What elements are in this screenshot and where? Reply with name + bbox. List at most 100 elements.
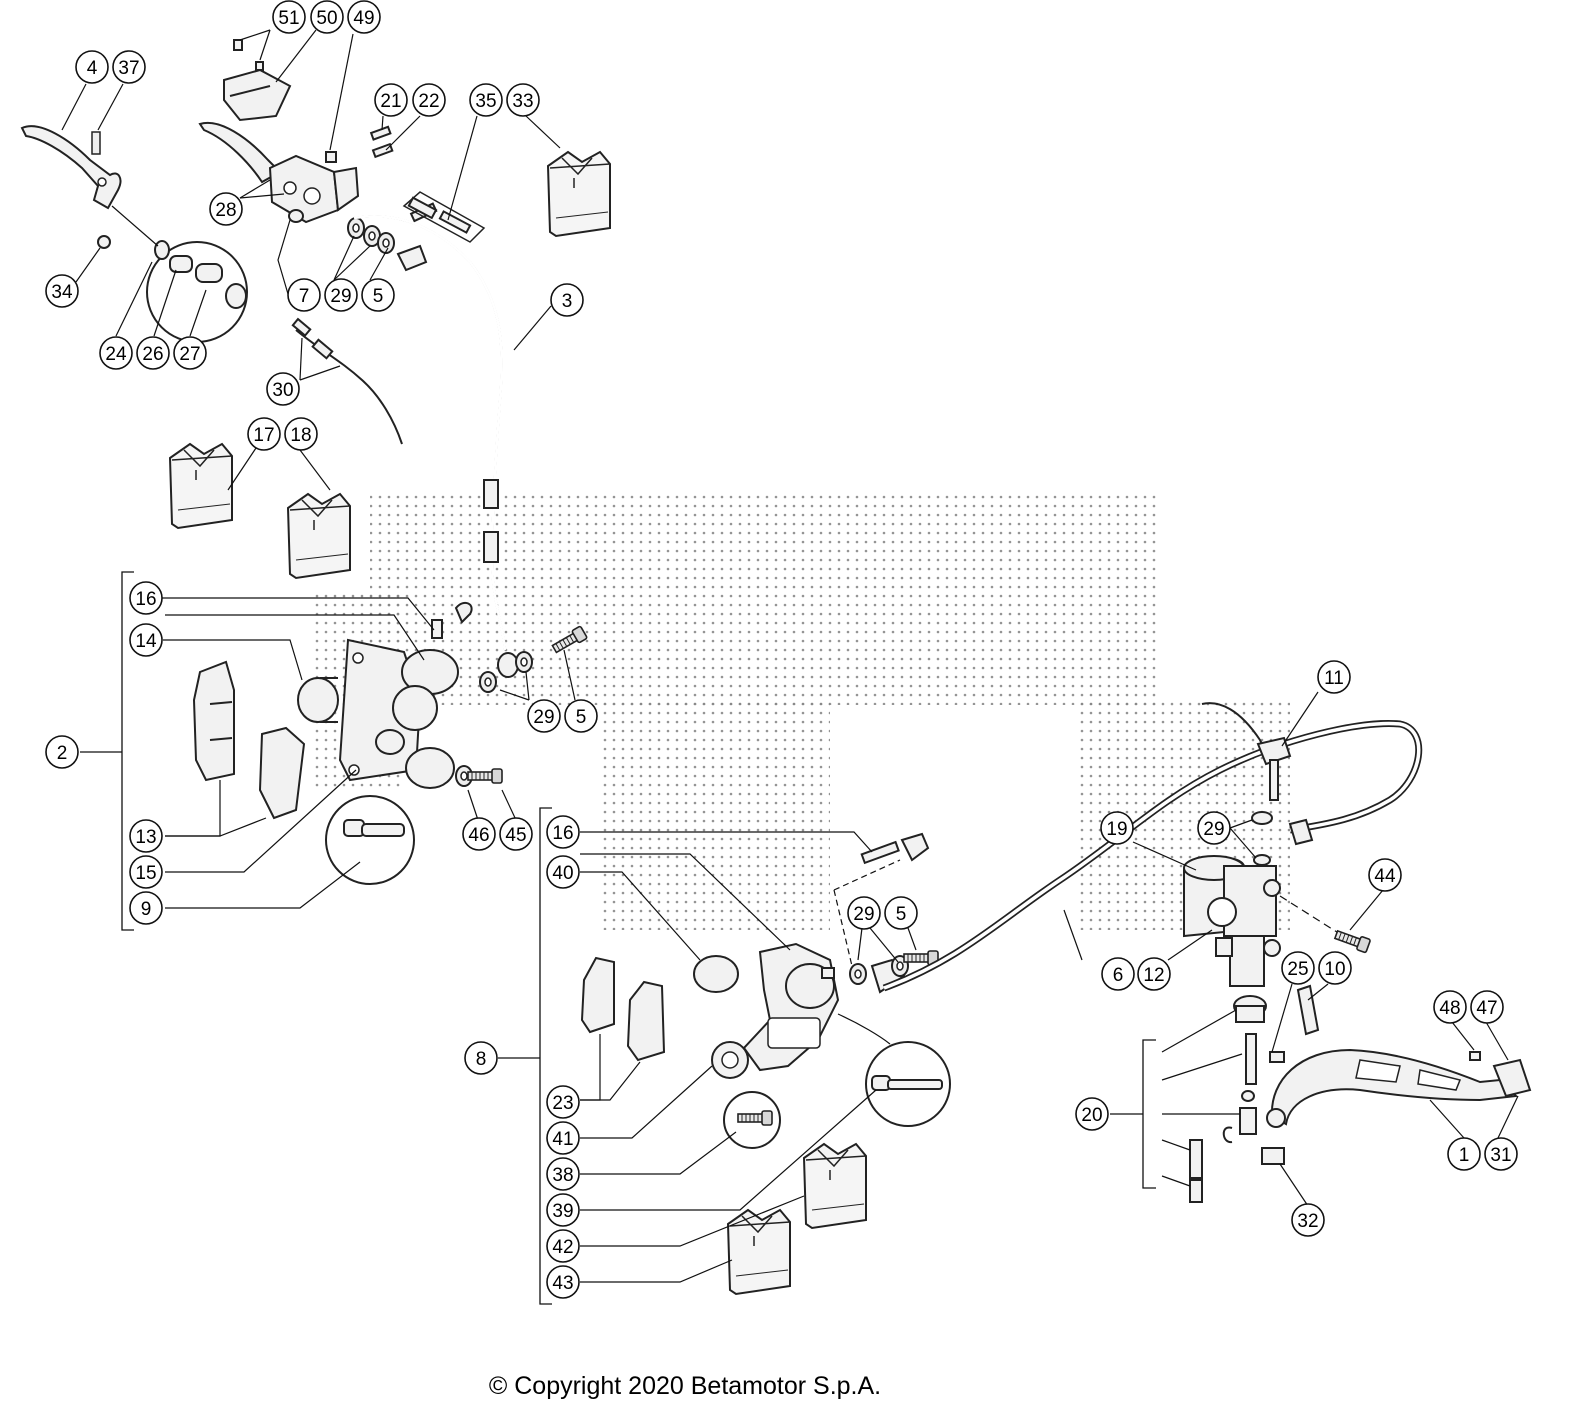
svg-text:1: 1 [1459,1145,1470,1166]
svg-text:5: 5 [576,707,587,728]
svg-text:33: 33 [512,91,533,112]
callout-8: 8 [464,1041,498,1075]
svg-text:27: 27 [179,344,200,365]
svg-text:5: 5 [896,904,907,925]
hose-sleeve-box [402,191,486,243]
svg-text:30: 30 [272,380,293,401]
callout-21: 21 [374,83,408,117]
svg-text:19: 19 [1106,819,1127,840]
callout-5-rear: 5 [884,896,918,930]
svg-text:32: 32 [1297,1211,1318,1232]
pouch-17 [169,443,233,529]
front-brake-hose [353,215,533,693]
svg-text:26: 26 [142,344,163,365]
svg-text:15: 15 [135,863,156,884]
svg-text:42: 42 [552,1237,573,1258]
pouch-42 [803,1143,867,1229]
callout-39: 39 [546,1193,580,1227]
callout-47: 47 [1470,990,1504,1024]
callout-16-rear: 16 [546,815,580,849]
callout-41: 41 [546,1121,580,1155]
svg-text:44: 44 [1374,866,1396,887]
callout-40: 40 [546,855,580,889]
svg-text:22: 22 [418,91,439,112]
svg-text:29: 29 [1203,819,1224,840]
svg-text:46: 46 [468,825,489,846]
svg-text:13: 13 [135,827,156,848]
callout-29-rear-top: 29 [1197,811,1231,845]
switch-cable [291,317,403,445]
master-cylinder [198,39,360,224]
rear-master-cylinder [1183,855,1372,1203]
svg-text:20: 20 [1081,1105,1102,1126]
svg-text:41: 41 [552,1129,573,1150]
part-callouts: 51 50 49 4 37 21 22 35 33 28 34 7 29 5 3… [45,0,1518,1299]
callout-29-top: 29 [324,278,358,312]
svg-text:35: 35 [475,91,496,112]
svg-text:34: 34 [51,282,73,303]
callout-18: 18 [284,417,318,451]
callout-32: 32 [1291,1203,1325,1237]
callout-42: 42 [546,1229,580,1263]
pouch-18 [287,493,351,579]
svg-text:9: 9 [141,899,152,920]
svg-text:12: 12 [1143,965,1164,986]
callout-48: 48 [1433,990,1467,1024]
callout-29-rear: 29 [847,896,881,930]
svg-text:5: 5 [373,286,384,307]
callout-2: 2 [45,735,79,769]
callout-25: 25 [1281,951,1315,985]
svg-text:25: 25 [1287,959,1308,980]
pouch-33 [547,151,611,237]
svg-text:10: 10 [1324,959,1345,980]
svg-text:16: 16 [552,823,573,844]
svg-text:16: 16 [135,589,156,610]
callout-15: 15 [129,855,163,889]
svg-text:51: 51 [278,8,299,29]
svg-text:29: 29 [330,286,351,307]
callout-1: 1 [1447,1137,1481,1171]
callout-43: 43 [546,1265,580,1299]
callout-28: 28 [209,192,243,226]
svg-text:6: 6 [1113,965,1124,986]
svg-text:50: 50 [316,8,337,29]
callout-33: 33 [506,83,540,117]
svg-text:39: 39 [552,1201,573,1222]
callout-3: 3 [550,283,584,317]
callout-24: 24 [99,336,133,370]
banjo-bolt-top [347,125,438,272]
svg-text:8: 8 [476,1049,487,1070]
watermark-logo [310,495,1290,930]
callout-10: 10 [1318,951,1352,985]
callout-35: 35 [469,83,503,117]
copyright-notice: © Copyright 2020 Betamotor S.p.A. [488,1372,882,1400]
svg-text:24: 24 [105,344,127,365]
svg-text:37: 37 [118,58,139,79]
callout-30: 30 [266,372,300,406]
callout-51: 51 [272,0,306,34]
svg-text:21: 21 [380,91,401,112]
callout-22: 22 [412,83,446,117]
callout-19: 19 [1100,811,1134,845]
svg-text:49: 49 [353,8,374,29]
rear-brake-pedal [1266,984,1532,1128]
callout-34: 34 [45,274,79,308]
rear-brake-hose [882,702,1423,992]
svg-text:48: 48 [1439,998,1460,1019]
callout-13: 13 [129,819,163,853]
callout-49: 49 [347,0,381,34]
front-lever-assembly [20,125,248,343]
svg-text:29: 29 [853,904,874,925]
callout-27: 27 [173,336,207,370]
callout-29-front: 29 [527,699,561,733]
callout-38: 38 [546,1157,580,1191]
svg-text:3: 3 [562,291,573,312]
svg-text:40: 40 [552,863,573,884]
svg-text:38: 38 [552,1165,573,1186]
svg-text:18: 18 [290,425,311,446]
callout-31: 31 [1484,1137,1518,1171]
leader-lines [61,29,1519,1283]
callout-37: 37 [112,50,146,84]
callout-6: 6 [1101,957,1135,991]
